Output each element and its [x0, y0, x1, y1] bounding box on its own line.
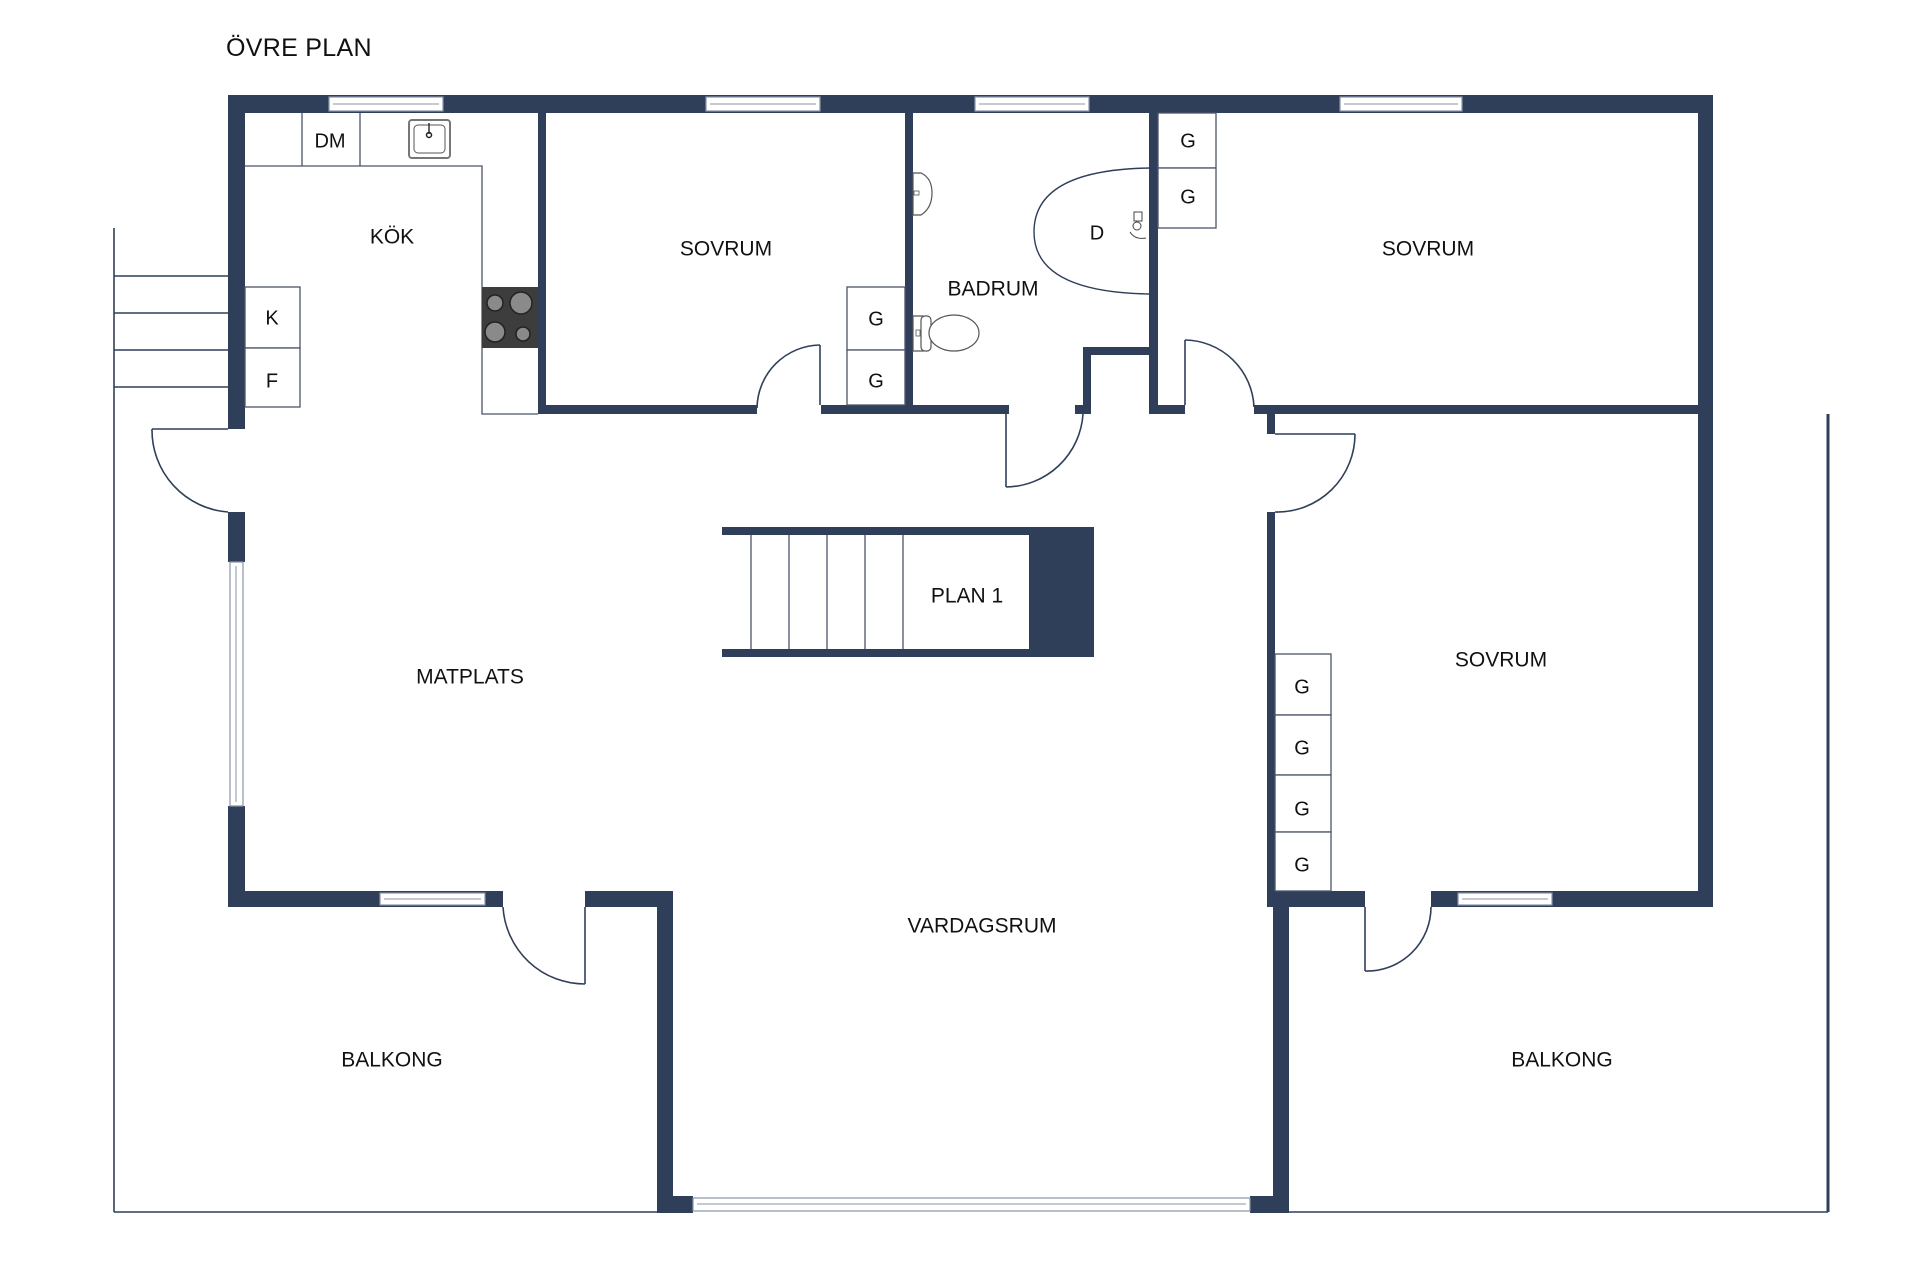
wardrobe-label: G: [1294, 798, 1310, 820]
shower-label: D: [1090, 222, 1104, 244]
room-label-sovrum-1: SOVRUM: [680, 238, 772, 261]
windows: [229, 96, 1553, 1212]
door-swing-icon: [502, 906, 586, 985]
wardrobe-label: G: [1180, 130, 1196, 152]
window-icon: [705, 96, 821, 112]
kitchen-counters: DM K F: [244, 113, 538, 415]
doors: [151, 339, 1432, 985]
door-swing-icon: [1005, 413, 1084, 488]
stairs-label: PLAN 1: [931, 585, 1003, 608]
window-icon: [1339, 96, 1463, 112]
bathroom-fixtures: D BADRUM: [912, 167, 1150, 352]
room-label-sovrum-3: SOVRUM: [1455, 649, 1547, 672]
washbasin-icon: [912, 172, 933, 216]
door-swing-icon: [151, 428, 229, 513]
wardrobe-sovrum-2: G G: [1157, 112, 1217, 229]
room-label-badrum: BADRUM: [947, 278, 1038, 301]
toilet-icon: [912, 314, 980, 352]
door-swing-icon: [1364, 906, 1432, 972]
room-label-vardagsrum: VARDAGSRUM: [908, 915, 1057, 938]
wardrobe-label: G: [868, 370, 884, 392]
shower-area: D: [1033, 167, 1150, 295]
sink-icon: [408, 119, 451, 159]
window-icon: [328, 96, 444, 112]
wardrobe-label: G: [1294, 854, 1310, 876]
exterior-stairs: [113, 228, 228, 1212]
door-swing-icon: [756, 344, 821, 409]
wardrobe-label: G: [1180, 186, 1196, 208]
wardrobe-sovrum-3: G G G G: [1274, 653, 1332, 892]
balcony-railings: [114, 414, 1830, 1213]
room-label-balkong-left: BALKONG: [341, 1049, 443, 1072]
room-label-matplats: MATPLATS: [416, 666, 524, 689]
wardrobe-sovrum-1: G G: [846, 286, 906, 406]
shower-faucet-icon: [1129, 211, 1147, 239]
window-icon: [229, 561, 244, 807]
door-swing-icon: [1274, 433, 1356, 513]
window-icon: [974, 96, 1090, 112]
room-label-balkong-right: BALKONG: [1511, 1049, 1613, 1072]
room-label-sovrum-2: SOVRUM: [1382, 238, 1474, 261]
door-swing-icon: [1184, 339, 1255, 408]
window-icon: [692, 1197, 1251, 1212]
fridge-label: K: [265, 307, 279, 329]
window-icon: [1457, 892, 1553, 906]
freezer-label: F: [266, 370, 278, 392]
wardrobe-label: G: [1294, 737, 1310, 759]
floor-title: ÖVRE PLAN: [226, 34, 372, 62]
room-label-kok: KÖK: [370, 226, 414, 249]
window-icon: [379, 892, 486, 906]
stairs-icon: PLAN 1: [722, 527, 1094, 657]
wardrobe-label: G: [868, 308, 884, 330]
dishwasher-label: DM: [314, 130, 345, 152]
stove-icon: [482, 287, 538, 348]
wardrobe-label: G: [1294, 676, 1310, 698]
